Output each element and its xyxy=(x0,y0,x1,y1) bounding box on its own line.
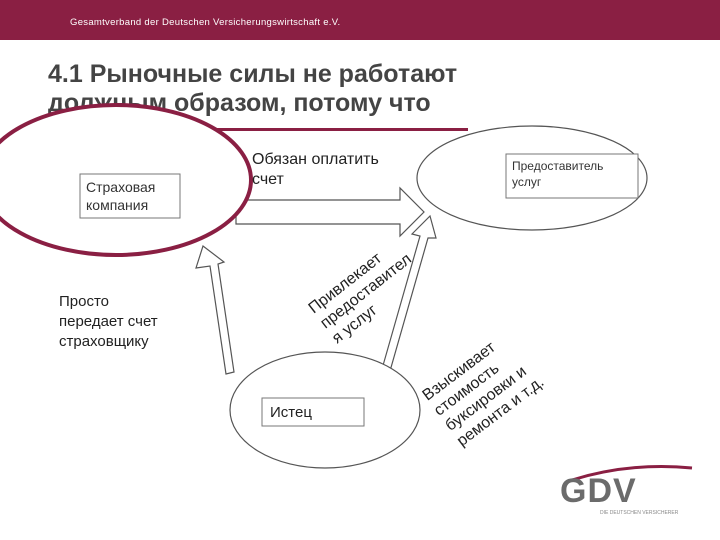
claimant-label-box xyxy=(261,397,365,427)
passes-bill-line-3: страховщику xyxy=(59,333,149,350)
organization-name: Gesamtverband der Deutschen Versicherung… xyxy=(70,17,341,28)
claimant-label: Истец xyxy=(270,404,312,421)
provider-label-line-2: услуг xyxy=(512,175,542,189)
passes-bill-line-1: Просто xyxy=(59,293,110,310)
insurer-label-line-1: Страховая xyxy=(86,179,156,195)
logo-text: GDV xyxy=(560,472,637,510)
header-bar: Gesamtverband der Deutschen Versicherung… xyxy=(0,0,720,40)
pay-bill-line-1: Обязан оплатить xyxy=(252,151,379,168)
insurer-label-box xyxy=(79,173,181,219)
insurer-label: Страховая компания xyxy=(86,178,155,214)
logo-swoosh xyxy=(571,465,693,482)
pay-bill-line-2: счет xyxy=(252,171,284,188)
passes-bill-line-2: передает счет xyxy=(59,313,158,330)
insurer-label-line-2: компания xyxy=(86,197,149,213)
pay-bill-label: Обязан оплатить счет xyxy=(252,150,379,190)
arrow-pass-bill xyxy=(195,245,235,375)
arrow-pay-bill xyxy=(235,186,425,238)
slide-title: 4.1 Рыночные силы не работают должным об… xyxy=(48,60,457,118)
provider-label: Предоставитель услуг xyxy=(512,158,603,190)
logo-subtitle: DIE DEUTSCHEN VERSICHERER xyxy=(600,510,679,516)
provider-label-line-1: Предоставитель xyxy=(512,159,604,173)
title-line-1: 4.1 Рыночные силы не работают xyxy=(48,60,458,88)
passes-bill-label: Просто передает счет страховщику xyxy=(59,292,158,352)
provider-label-box xyxy=(505,153,639,199)
title-underline xyxy=(48,128,468,131)
